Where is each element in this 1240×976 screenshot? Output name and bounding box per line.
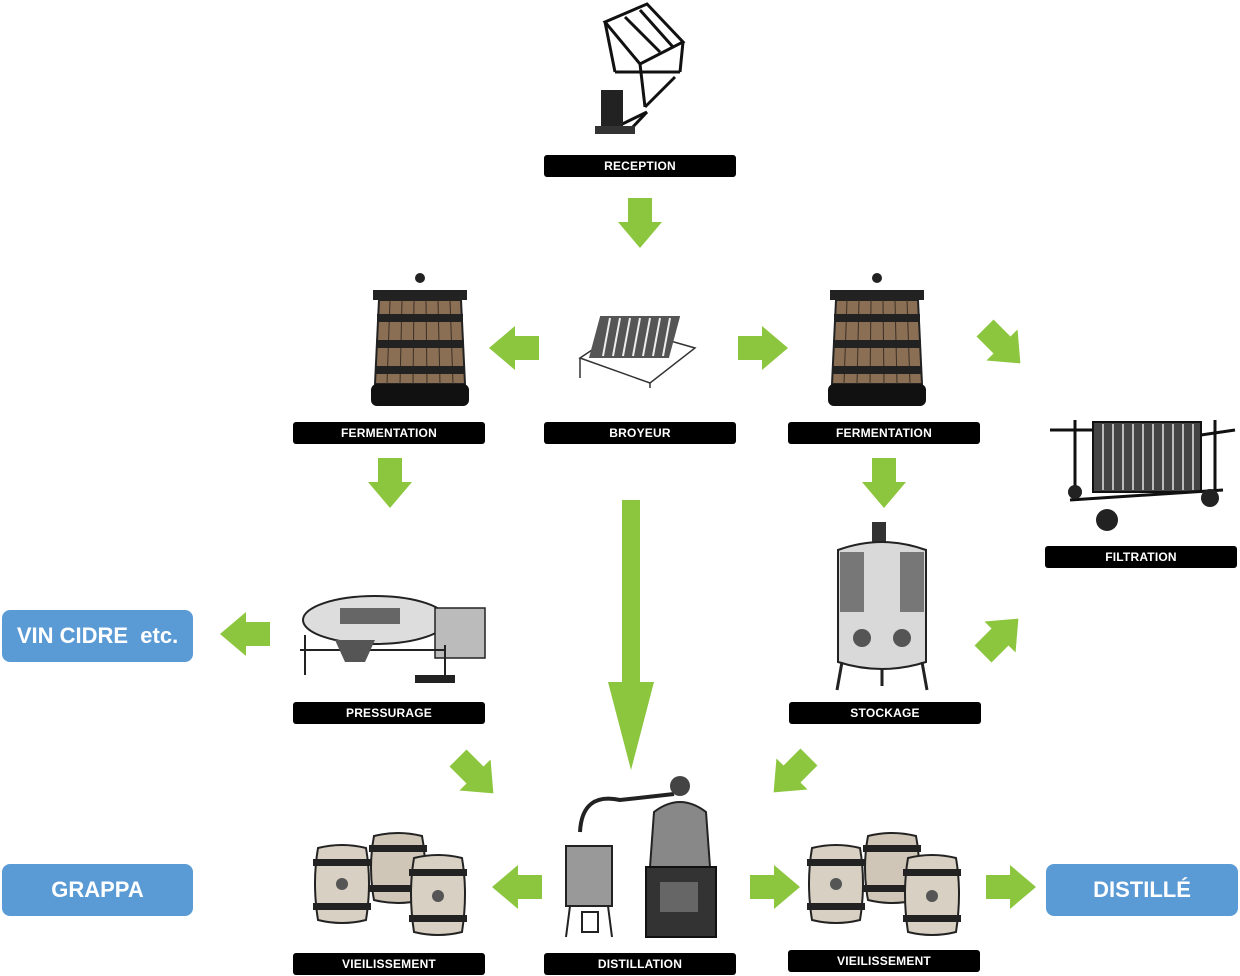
reception-icon bbox=[595, 2, 686, 134]
fermentation-right-icon bbox=[828, 273, 926, 406]
arrow-broyeur-fermentation-left bbox=[489, 326, 539, 370]
grappa-output: GRAPPA bbox=[2, 864, 193, 916]
reception-label: RECEPTION bbox=[544, 155, 736, 177]
fermentation-left-icon bbox=[371, 273, 469, 406]
fermentation-right-label: FERMENTATION bbox=[788, 422, 980, 444]
distillation-label: DISTILLATION bbox=[544, 953, 736, 975]
arrow-fermentation-filtration bbox=[969, 312, 1036, 379]
vin-cidre-output: VIN CIDRE etc. bbox=[2, 610, 193, 662]
filtration-label: FILTRATION bbox=[1045, 546, 1237, 568]
distille-output: DISTILLÉ bbox=[1046, 864, 1238, 916]
vieillissement-right-icon bbox=[807, 832, 961, 936]
vieillissement-left-label: VIEILISSEMENT bbox=[293, 953, 485, 975]
broyeur-icon bbox=[578, 316, 697, 388]
arrow-distillation-vieillissement-left bbox=[492, 865, 542, 909]
arrow-pressurage-distillation bbox=[442, 742, 509, 809]
arrow-broyeur-distillation bbox=[608, 500, 654, 770]
vieillissement-right-label: VIEILISSEMENT bbox=[788, 950, 980, 972]
arrow-broyeur-fermentation-right bbox=[738, 326, 788, 370]
pressurage-icon bbox=[300, 595, 486, 683]
arrow-stockage-filtration bbox=[967, 603, 1034, 670]
pressurage-label: PRESSURAGE bbox=[293, 702, 485, 724]
arrow-stockage-distillation bbox=[758, 741, 825, 808]
filtration-icon bbox=[1050, 420, 1236, 531]
stockage-label: STOCKAGE bbox=[789, 702, 981, 724]
arrow-fermentation-stockage bbox=[862, 458, 906, 508]
broyeur-label: BROYEUR bbox=[544, 422, 736, 444]
fermentation-left-label: FERMENTATION bbox=[293, 422, 485, 444]
arrow-vieillissement-distille bbox=[986, 865, 1036, 909]
vieillissement-left-icon bbox=[313, 832, 467, 936]
arrow-distillation-vieillissement-right bbox=[750, 865, 800, 909]
arrow-reception-broyeur bbox=[618, 198, 662, 248]
stockage-icon bbox=[835, 522, 929, 691]
arrow-pressurage-vin-cidre bbox=[220, 612, 270, 656]
arrow-fermentation-pressurage bbox=[368, 458, 412, 508]
distillation-icon bbox=[565, 776, 717, 938]
